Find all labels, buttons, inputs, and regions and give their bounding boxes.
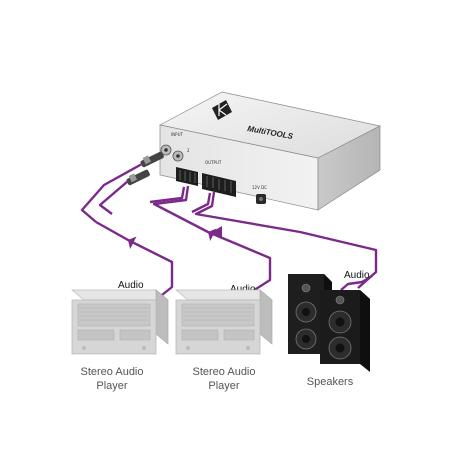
brand-logo: [212, 100, 232, 120]
speakers-label: Speakers: [307, 376, 354, 388]
cable-speakers: [194, 191, 378, 289]
rca-plugs: [126, 151, 164, 186]
svg-text:OUTPUT: OUTPUT: [205, 160, 222, 165]
rca-cable-right: [98, 180, 129, 215]
player-1-label-line2: Player: [96, 380, 128, 392]
player-2-label-line1: Stereo Audio: [193, 366, 256, 378]
terminal-block-input: [176, 167, 198, 186]
arrow-up-icon: [128, 236, 137, 249]
player-2-label-line2: Player: [208, 380, 240, 392]
speaker-right: [320, 290, 370, 372]
stereo-audio-player-2: [175, 289, 273, 355]
arrow-left-icon: [212, 226, 222, 238]
rca-cable-left: [80, 162, 143, 223]
svg-text:12V DC: 12V DC: [252, 185, 267, 190]
svg-text:INPUT: INPUT: [171, 132, 184, 137]
player-1-label-line1: Stereo Audio: [81, 366, 144, 378]
audio-device: MultiTOOLS INPUT 2 OUTPUT 12V DC: [126, 91, 382, 211]
svg-text:2: 2: [187, 148, 190, 153]
signal-arrows: [128, 226, 222, 249]
cable-label-audio-2: Audio: [230, 284, 256, 295]
stereo-audio-player-1: [71, 289, 169, 355]
device-side: [317, 125, 381, 211]
cable-player-1: [95, 220, 174, 304]
cable-label-audio-3: Audio: [344, 270, 370, 281]
front-panel: INPUT 2 OUTPUT 12V DC: [160, 132, 267, 204]
cable-label-audio-1: Audio: [118, 280, 144, 291]
speakers: [288, 274, 370, 372]
